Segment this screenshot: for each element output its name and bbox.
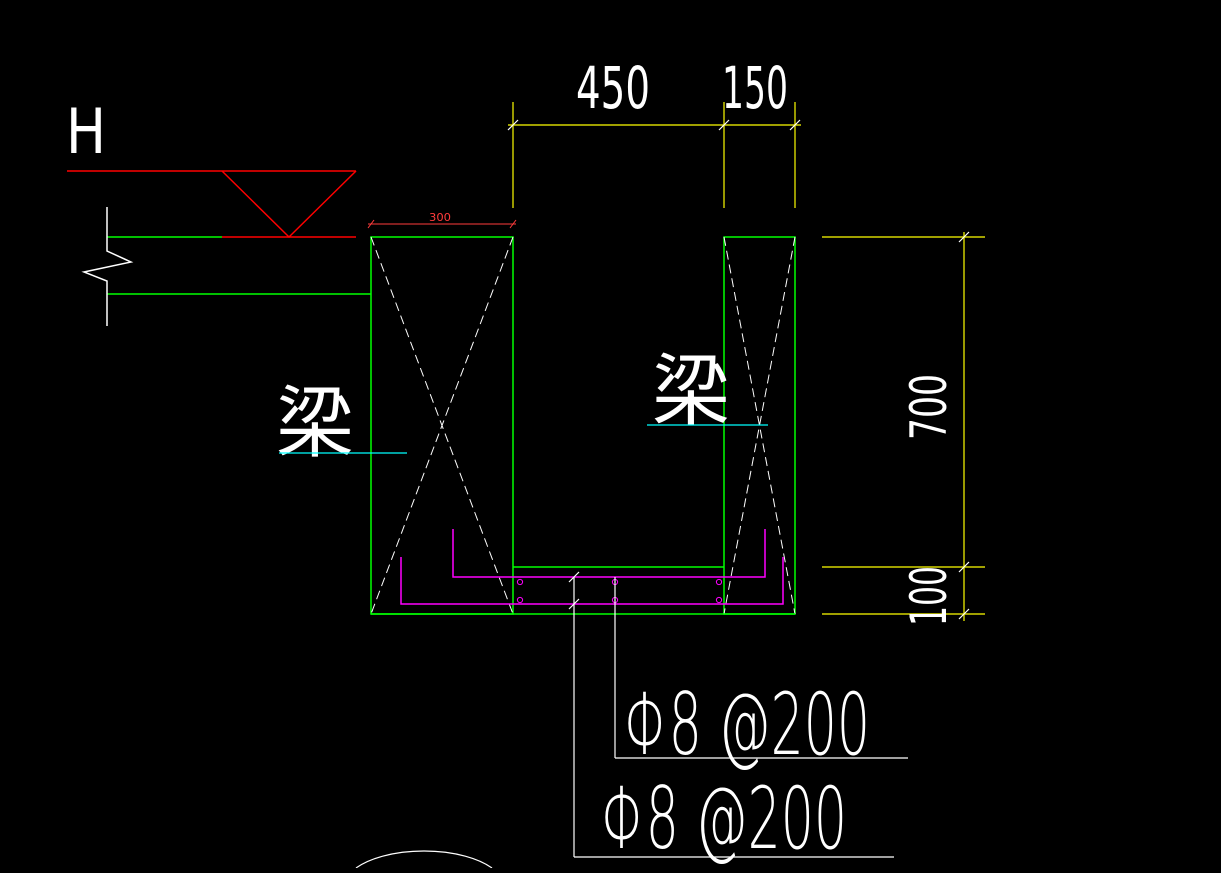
- tick: [958, 231, 970, 243]
- left-beam: [370, 236, 514, 615]
- tick: [718, 119, 730, 131]
- dim-100: 100: [900, 566, 958, 626]
- tick: [507, 119, 519, 131]
- rebar-lower: [400, 557, 784, 605]
- rebar-lower-text: Φ8 @200: [601, 769, 847, 868]
- rebar-dot: [715, 596, 723, 604]
- rebar-dot: [516, 578, 524, 586]
- beam-label-left: 梁: [276, 379, 354, 469]
- beam-label-left-group: 梁: [276, 379, 407, 469]
- left-beam-cross-b: [370, 236, 514, 615]
- tick: [367, 219, 375, 229]
- beam-label-right: 梁: [652, 347, 730, 437]
- slab-break: [81, 207, 371, 326]
- rebar-dot: [715, 578, 723, 586]
- beam-label-right-group: 梁: [647, 347, 768, 437]
- top-dimensions: 450 150: [507, 54, 801, 208]
- rebar-annotations: Φ8 @200 Φ8 @200: [568, 571, 908, 869]
- level-triangle: [221, 170, 357, 239]
- elevation-marker: H: [66, 95, 357, 239]
- rebar-upper-text: Φ8 @200: [624, 675, 870, 775]
- dim-150: 150: [722, 54, 788, 122]
- dim-300: 300: [429, 211, 451, 224]
- beam-width-dimension: 300: [367, 211, 517, 229]
- tick: [958, 561, 970, 573]
- tick: [958, 608, 970, 620]
- leader-slash: [568, 571, 580, 583]
- tick: [789, 119, 801, 131]
- leader-slash: [568, 598, 580, 610]
- rebar-upper: [452, 529, 766, 578]
- right-wall-cross-b: [723, 236, 796, 615]
- tick: [509, 219, 517, 229]
- rebar-dot: [516, 596, 524, 604]
- dim-700: 700: [900, 374, 958, 440]
- right-dimensions: 700 100: [822, 231, 985, 626]
- rebar-group: [400, 529, 784, 605]
- break-symbol: [81, 207, 134, 326]
- right-wall-cross-a: [723, 236, 796, 615]
- dim-450: 450: [576, 54, 650, 122]
- elevation-mark-text: H: [66, 95, 106, 168]
- partial-arc: [355, 850, 493, 869]
